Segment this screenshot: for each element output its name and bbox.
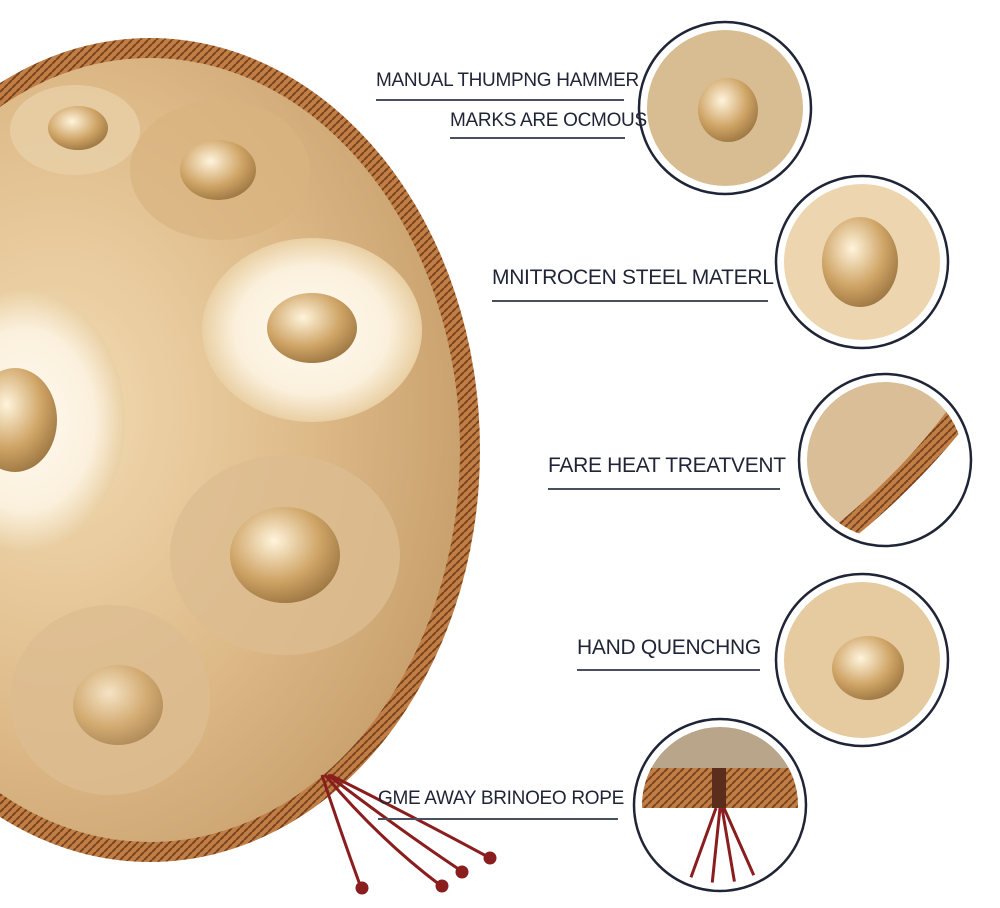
handpan-main (0, 38, 480, 862)
divider (492, 300, 768, 302)
feature-label-rope: GME AWAY BRINOEO ROPE (378, 788, 625, 809)
detail-steel-material (774, 174, 950, 350)
detail-hand-quenching (774, 572, 950, 748)
divider (548, 488, 780, 490)
divider (450, 137, 625, 139)
divider (378, 818, 618, 820)
detail-heat-treatment (797, 372, 973, 548)
detail-hammer-marks (637, 20, 813, 196)
detail-rope (632, 717, 808, 893)
feature-label-quenching: HAND QUENCHNG (577, 636, 761, 659)
feature-label-marks: MARKS ARE OCMOUS (450, 110, 647, 131)
divider (577, 669, 760, 671)
feature-label-hammer: MANUAL THUMPNG HAMMER (376, 70, 639, 91)
feature-label-heat: FARE HEAT TREATVENT (548, 454, 786, 477)
divider (376, 99, 624, 101)
feature-label-steel: MNITROCEN STEEL MATERL (492, 266, 774, 289)
